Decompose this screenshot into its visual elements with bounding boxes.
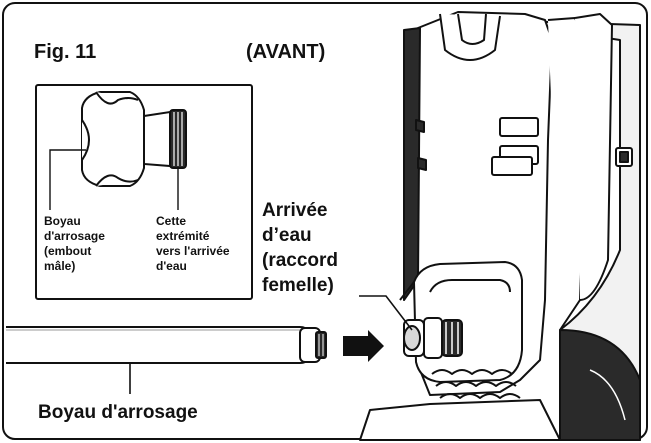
inset-hose-label: Boyau d'arrosage (embout mâle) [44, 214, 105, 273]
vent-slot [499, 117, 539, 137]
water-inlet-label: Arrivée d’eau (raccord femelle) [262, 200, 339, 296]
direction-arrow-icon [343, 330, 384, 362]
view-label: (AVANT) [246, 41, 326, 63]
leader-line [359, 295, 413, 331]
inset-box [35, 84, 253, 300]
leader-line [49, 149, 86, 210]
water-inlet-fitting [403, 317, 463, 359]
base-ridges [431, 369, 521, 399]
garden-hose [6, 326, 327, 364]
inset-end-label: Cette extrémité vers l'arrivée d'eau [156, 214, 230, 273]
figure-number: Fig. 11 [34, 41, 97, 63]
garden-hose-label: Boyau d'arrosage [38, 402, 198, 423]
pressure-washer-illustration [359, 11, 641, 441]
vent-slot [491, 156, 533, 176]
inset-coupling [81, 91, 187, 187]
